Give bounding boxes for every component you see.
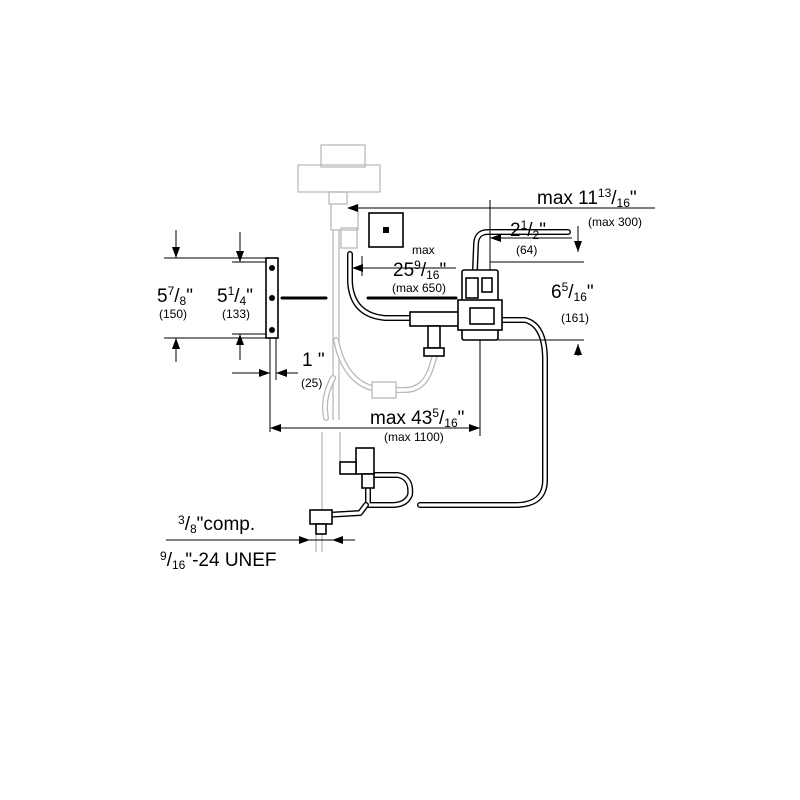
dimension-lines: [164, 200, 655, 544]
dim-bracket-inner-metric: (133): [222, 307, 250, 321]
faucet-outline: [297, 144, 441, 552]
dim-cable-length: max 435/16": [370, 406, 464, 430]
dim-max-length: 259/16": [393, 258, 446, 282]
mixer-valve: [409, 311, 461, 357]
dim-max-width: max 1113/16": [537, 186, 637, 210]
dim-max-length-metric: (max 650): [392, 281, 446, 295]
dim-offset: 21/2": [510, 218, 546, 242]
dim-bracket-depth: 1 ": [302, 350, 325, 371]
dim-max-width-metric: (max 300): [588, 215, 642, 229]
angle-valves: [309, 447, 375, 535]
dim-box-height-metric: (161): [561, 311, 589, 325]
wall-bracket: [265, 257, 279, 432]
dim-thread: 9/16"-24 UNEF: [160, 549, 277, 572]
dim-compression: 3/8"comp.: [178, 513, 255, 536]
dim-bracket-outer-metric: (150): [159, 307, 187, 321]
hoses: [323, 229, 571, 518]
dim-bracket-outer: 57/8": [157, 284, 193, 308]
control-box: [457, 269, 503, 341]
dim-box-height: 65/16": [551, 280, 594, 304]
dim-max-length-label: max: [412, 243, 435, 257]
dim-bracket-inner: 51/4": [217, 284, 253, 308]
dim-bracket-depth-metric: (25): [301, 376, 322, 390]
dim-offset-metric: (64): [516, 243, 537, 257]
dim-cable-length-metric: (max 1100): [384, 430, 444, 444]
